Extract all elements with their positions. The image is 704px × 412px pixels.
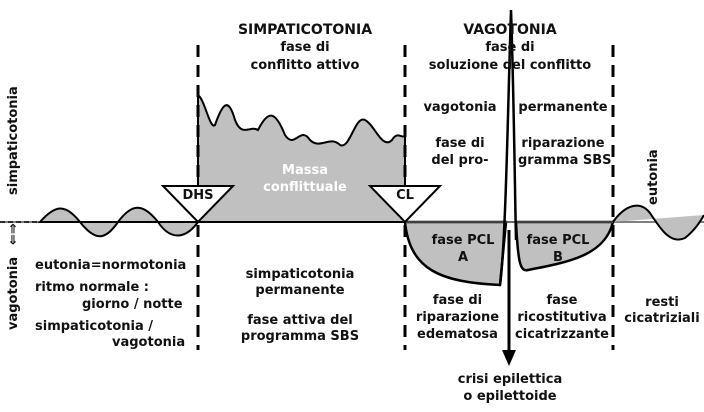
middle-text-1: simpaticotonia: [245, 267, 355, 282]
sympathicotonia-line2: conflitto attivo: [250, 58, 360, 73]
sympathicotonia-line1: fase di: [280, 40, 330, 55]
repair-left1: fase di: [435, 136, 485, 151]
conflict-mass-line1: Massa: [282, 163, 328, 178]
left-text-1: eutonia=normotonia: [35, 258, 187, 273]
vagotonia-line2: soluzione del conflitto: [428, 58, 592, 73]
eutonia-wave: [612, 204, 704, 241]
repair-left2: del pro-: [431, 153, 489, 168]
eutonia-right-label: eutonia: [646, 149, 661, 205]
crisis-arrow-head: [502, 350, 516, 366]
sympathicotonia-title: SIMPATICOTONIA: [237, 22, 373, 38]
pcl-b-curve: [514, 220, 615, 272]
middle-text-4: programma SBS: [240, 329, 360, 344]
pcl-a-curve: [403, 220, 508, 287]
scar-text-2: cicatriziali: [624, 311, 700, 326]
dhs-marker: [160, 185, 236, 224]
epileptic-crisis-spike: [498, 9, 518, 286]
cl-marker: [367, 185, 443, 224]
crisis-text-1: crisi epilettica: [457, 372, 563, 387]
pcl-a-text-3: edematosa: [417, 327, 498, 342]
pcl-a-label2: A: [457, 250, 469, 265]
pcl-b-label2: B: [553, 250, 563, 265]
conflict-mass-area: [197, 93, 406, 223]
left-text-5: vagotonia: [112, 335, 186, 350]
pcl-b-text-1: fase: [546, 293, 578, 308]
pcl-a-text-2: riparazione: [415, 310, 500, 325]
dhs-label: DHS: [182, 188, 214, 203]
left-text-3: giorno / notte: [82, 297, 183, 312]
left-text-4: simpaticotonia /: [35, 319, 154, 334]
conflict-mass-line2: conflittuale: [263, 180, 347, 195]
pcl-a-label1: fase PCL: [431, 233, 495, 248]
pcl-b-text-3: cicatrizzante: [515, 327, 609, 342]
vagotonia-line1: fase di: [485, 40, 535, 55]
repair-right1: riparazione: [521, 136, 605, 151]
middle-text-2: permanente: [255, 283, 345, 298]
axis-arrows: ⇐⇒: [6, 223, 21, 245]
pcl-b-label1: fase PCL: [526, 233, 590, 248]
normal-rhythm-wave: [37, 206, 200, 238]
repair-right2: gramma SBS: [518, 153, 612, 168]
middle-text-3: fase attiva del: [247, 313, 353, 328]
pcl-b-text-2: ricostitutiva: [517, 310, 607, 325]
vagotonia-permanent-right: permanente: [518, 100, 608, 115]
vagotonia-title: VAGOTONIA: [463, 22, 557, 38]
scar-text-1: resti: [645, 295, 679, 310]
vagotonia-permanent-left: vagotonia: [423, 100, 497, 115]
crisis-text-2: o epilettoide: [463, 389, 557, 404]
left-text-2: ritmo normale :: [35, 280, 149, 295]
cl-label: CL: [396, 188, 414, 203]
pcl-a-text-1: fase di: [432, 293, 483, 308]
axis-up-label: simpaticotonia: [6, 86, 21, 195]
axis-down-label: vagotonia: [6, 256, 21, 330]
